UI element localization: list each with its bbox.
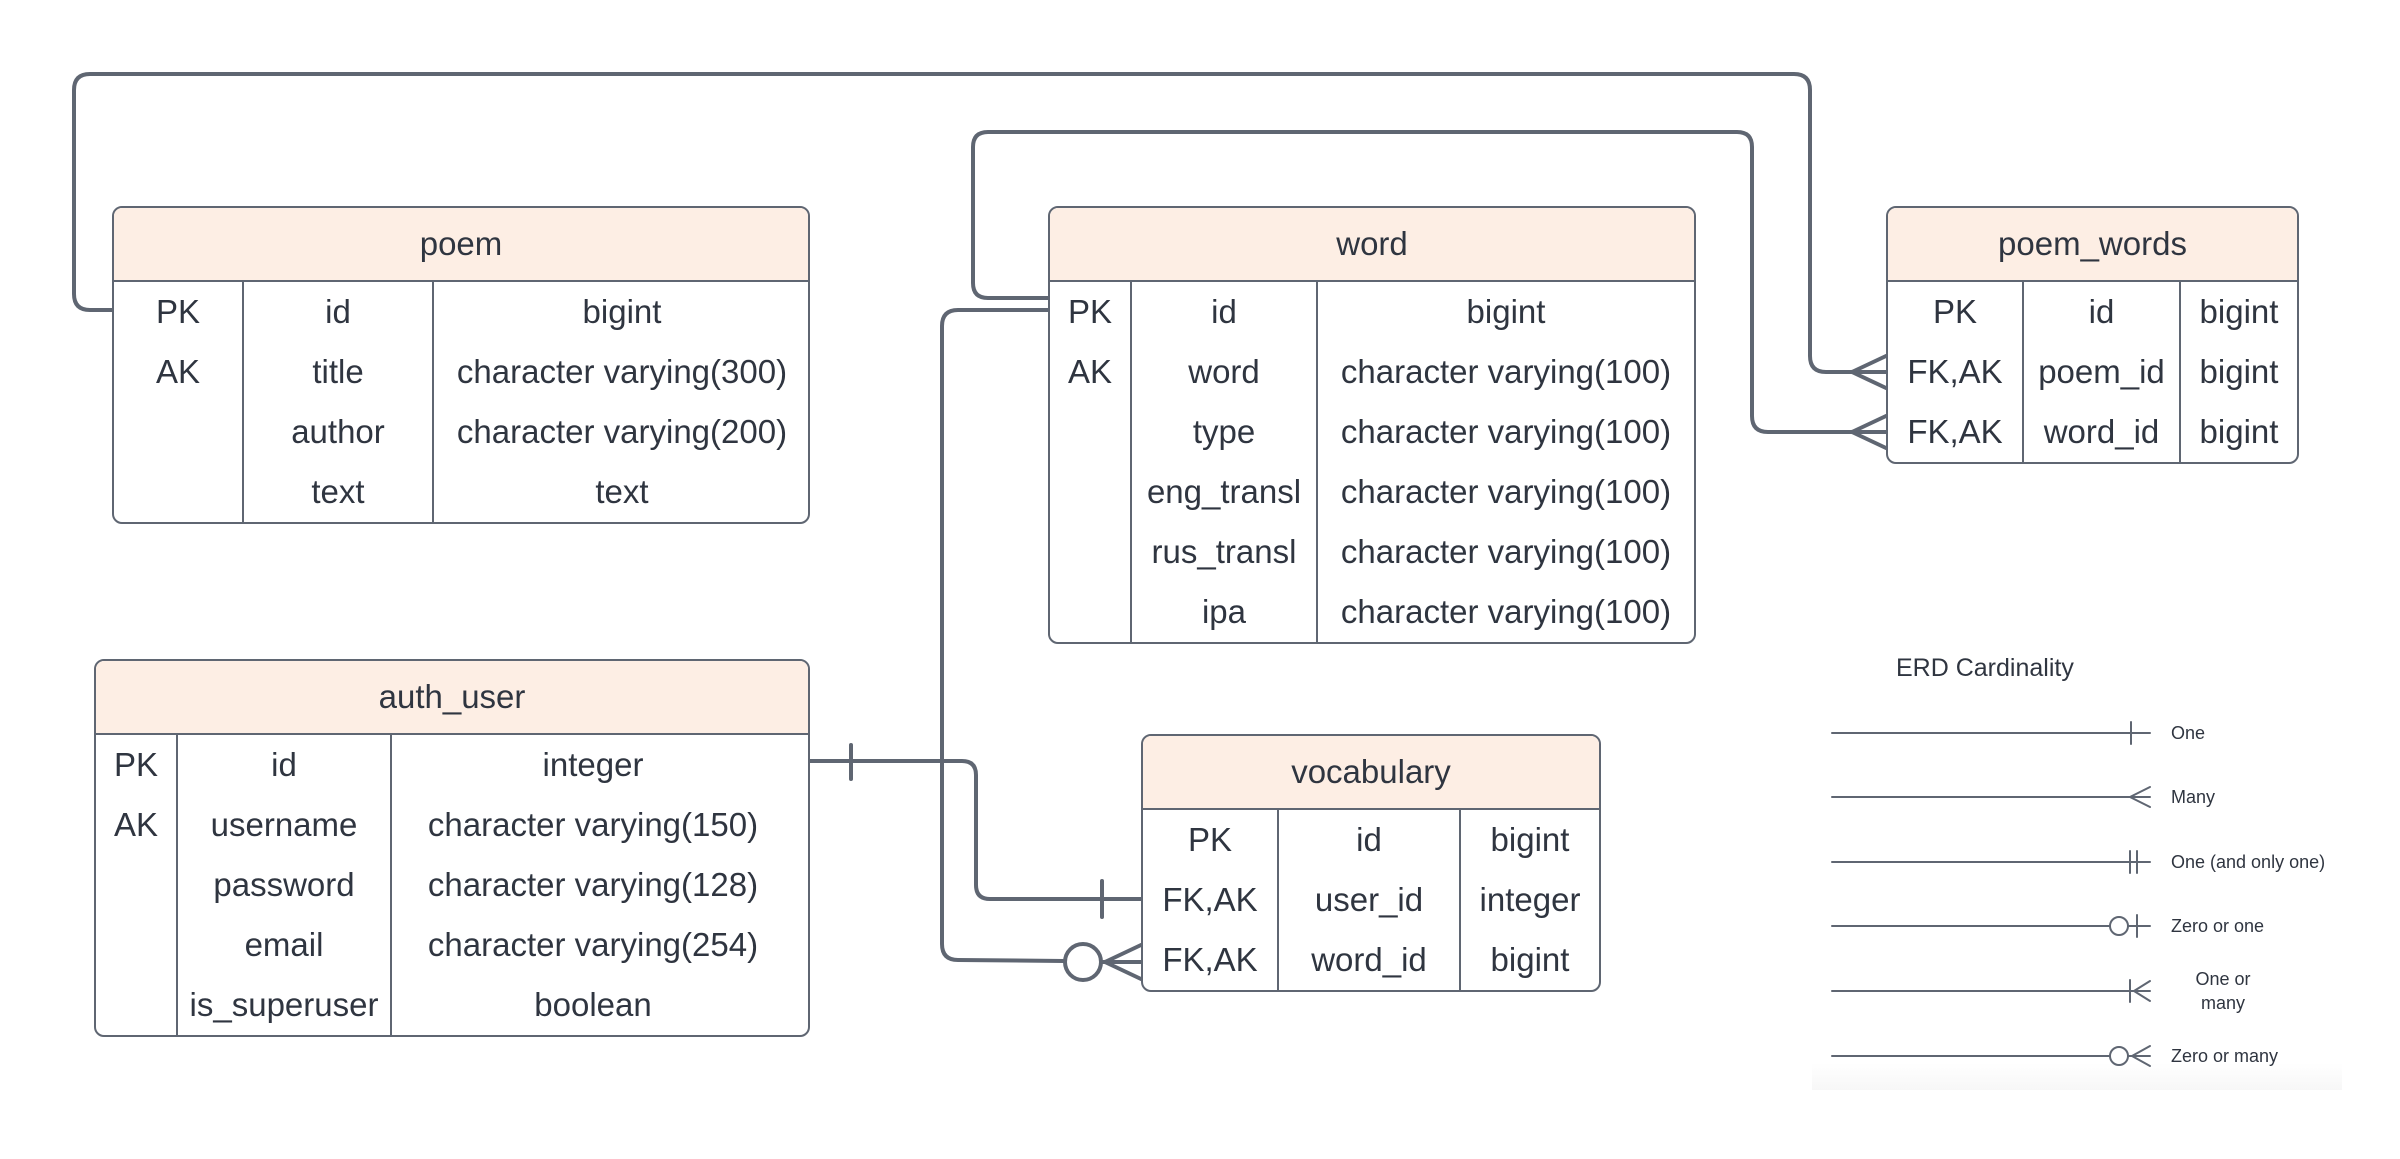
column-type-cell: boolean (534, 986, 652, 1023)
column-type-cell: integer (1479, 881, 1581, 918)
column-name-cell: poem_id (2024, 342, 2181, 402)
column-type-cell: bigint (1466, 293, 1546, 330)
legend-label-one-or-many: One or many (2195, 969, 2251, 1013)
column-type-cell: bigint (2199, 353, 2279, 390)
column-type-cell: bigint (2199, 413, 2279, 450)
table-title: word (1050, 208, 1694, 282)
key-cell (114, 462, 244, 522)
column-type-cell: character varying(100) (1340, 473, 1672, 510)
key-cell (96, 975, 178, 1035)
column-type-cell: character varying(150) (427, 806, 759, 843)
column-name-cell: eng_transl (1132, 462, 1318, 522)
legend-symbol-one-or-many (1831, 979, 2151, 1003)
column-type-cell: character varying(254) (427, 926, 759, 963)
legend-label-one-and-only-one: One (and only one) (2171, 852, 2326, 872)
key-cell: PK (96, 735, 178, 795)
table-title: vocabulary (1143, 736, 1599, 810)
column-name-cell: email (178, 915, 392, 975)
column-name-cell: user_id (1279, 870, 1461, 930)
table-title: poem_words (1888, 208, 2297, 282)
column-type-cell: character varying(100) (1340, 413, 1672, 450)
key-cell: AK (1050, 342, 1132, 402)
column-type-cell: text (595, 473, 649, 510)
key-cell: PK (114, 282, 244, 342)
column-type-cell: bigint (2199, 293, 2279, 330)
column-type-cell: character varying(100) (1340, 353, 1672, 390)
column-name-cell: author (244, 402, 434, 462)
legend-symbol-one (1831, 721, 2151, 745)
key-cell: PK (1888, 282, 2024, 342)
column-name-cell: id (244, 282, 434, 342)
key-cell (1050, 522, 1132, 582)
column-name-cell: id (178, 735, 392, 795)
table-title: poem (114, 208, 808, 282)
legend-symbols (1831, 721, 2151, 1067)
column-type-cell: bigint (1490, 941, 1570, 978)
table-title: auth_user (96, 661, 808, 735)
key-cell: PK (1050, 282, 1132, 342)
column-name-cell: id (1132, 282, 1318, 342)
legend-panel (1812, 640, 2342, 1090)
column-type-cell: bigint (1490, 821, 1570, 858)
column-name-cell: word_id (1279, 930, 1461, 990)
column-name-cell: is_superuser (178, 975, 392, 1035)
legend-symbol-zero-or-one (1831, 914, 2151, 938)
column-name-cell: username (178, 795, 392, 855)
key-cell (1050, 582, 1132, 642)
column-name-cell: word (1132, 342, 1318, 402)
column-name-cell: ipa (1132, 582, 1318, 642)
column-type-cell: bigint (582, 293, 662, 330)
key-cell: PK (1143, 810, 1279, 870)
column-type-cell: character varying(100) (1340, 593, 1672, 630)
column-name-cell: id (2024, 282, 2181, 342)
legend-label-many: Many (2171, 787, 2216, 807)
column-name-cell: id (1279, 810, 1461, 870)
column-name-cell: password (178, 855, 392, 915)
legend-title: ERD Cardinality (1896, 654, 2074, 682)
column-name-cell: type (1132, 402, 1318, 462)
connector-word-vocabulary (940, 308, 1143, 982)
column-type-cell: character varying(100) (1340, 533, 1672, 570)
legend-symbol-many (1831, 786, 2151, 808)
connector-word-poem-words (971, 130, 1888, 450)
legend-symbol-zero-or-many (1831, 1045, 2151, 1067)
connector-poem-poem-words (72, 72, 1888, 390)
key-cell: FK,AK (1143, 870, 1279, 930)
column-type-cell: character varying(128) (427, 866, 759, 903)
column-name-cell: title (244, 342, 434, 402)
column-type-cell: character varying(200) (456, 413, 788, 450)
key-cell (1050, 462, 1132, 522)
legend-label-one: One (2171, 723, 2206, 743)
column-type-cell: integer (542, 746, 644, 783)
key-cell (1050, 402, 1132, 462)
column-type-cell: character varying(300) (456, 353, 788, 390)
key-cell: FK,AK (1888, 402, 2024, 462)
connector-auth-user-vocabulary (808, 743, 1143, 919)
key-cell (96, 915, 178, 975)
legend-symbol-one-and-only-one (1831, 850, 2151, 874)
column-name-cell: word_id (2024, 402, 2181, 462)
legend-label-zero-or-many: Zero or many (2171, 1046, 2279, 1066)
key-cell (96, 855, 178, 915)
key-cell (114, 402, 244, 462)
key-cell: AK (96, 795, 178, 855)
key-cell: FK,AK (1143, 930, 1279, 990)
column-name-cell: text (244, 462, 434, 522)
key-cell: FK,AK (1888, 342, 2024, 402)
legend-label-zero-or-one: Zero or one (2171, 916, 2265, 936)
column-name-cell: rus_transl (1132, 522, 1318, 582)
key-cell: AK (114, 342, 244, 402)
